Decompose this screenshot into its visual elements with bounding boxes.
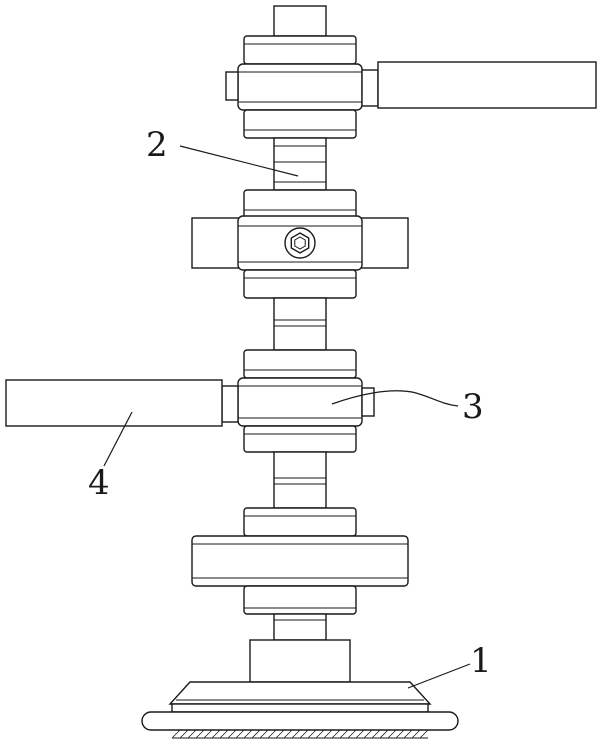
upper-arm-collar [361,69,379,107]
leader-4 [103,411,133,467]
middle-clamp [191,189,409,299]
shaft-section [273,137,327,191]
leader-2 [179,145,299,177]
upper-set-screw [225,71,239,101]
bottom-collar [191,507,409,615]
label-3: 3 [462,387,484,427]
lower-set-screw [361,387,375,417]
shaft-lower [273,451,327,509]
leader-3 [331,390,459,407]
leader-1 [407,663,471,689]
lower-clamp [5,349,375,453]
label-2: 2 [146,125,168,165]
base-neck [249,639,351,683]
shaft-base [273,613,327,641]
upper-assembly [225,35,597,139]
shaft-mid [273,297,327,351]
label-4: 4 [88,463,110,503]
label-1: 1 [470,641,492,681]
upper-arm [377,61,597,109]
base-hatch [171,729,429,739]
lower-arm-collar [221,385,239,423]
base-plate [141,681,459,739]
top-cap [273,5,327,37]
lower-arm [5,379,223,427]
